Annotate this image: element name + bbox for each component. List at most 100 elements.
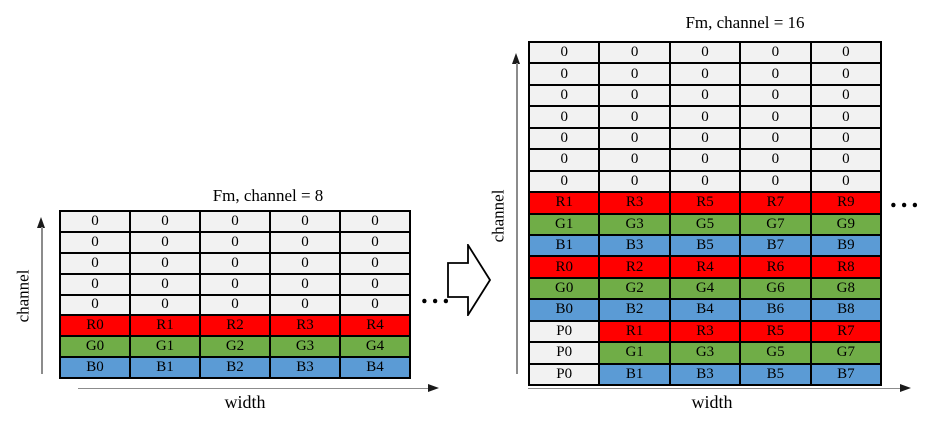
- table-cell: G5: [740, 342, 811, 364]
- table-cell: 0: [130, 211, 200, 232]
- table-cell: 0: [669, 84, 741, 107]
- table-cell: R4: [340, 315, 410, 337]
- table-cell: B6: [740, 299, 811, 321]
- table-cell: 0: [270, 252, 340, 274]
- table-cell: 0: [740, 170, 811, 193]
- left-y-axis-line: [41, 227, 43, 374]
- table-cell: 0: [810, 63, 882, 85]
- right-x-axis-arrowhead-icon: [900, 384, 911, 393]
- table-cell: R3: [599, 192, 670, 214]
- table-cell: G5: [669, 213, 741, 235]
- right-figure-title: Fm, channel = 16: [685, 13, 805, 32]
- table-cell: 0: [669, 127, 741, 150]
- table-cell: R1: [130, 315, 200, 337]
- table-cell: 0: [810, 170, 882, 193]
- table-cell: B5: [669, 234, 741, 257]
- table-cell: 0: [529, 106, 600, 128]
- table-cell: G8: [810, 277, 882, 300]
- table-cell: R7: [810, 320, 882, 343]
- table-cell: R0: [60, 315, 130, 337]
- table-cell: G4: [669, 277, 741, 300]
- table-cell: P0: [529, 320, 600, 343]
- table-cell: B7: [810, 363, 882, 385]
- table-cell: 0: [810, 84, 882, 107]
- table-cell: 0: [270, 231, 340, 253]
- table-cell: 0: [599, 149, 670, 171]
- table-cell: 0: [200, 252, 270, 274]
- table-cell: 0: [599, 84, 670, 107]
- table-cell: B1: [529, 234, 600, 257]
- table-cell: 0: [810, 149, 882, 171]
- table-cell: 0: [740, 149, 811, 171]
- table-cell: R7: [740, 192, 811, 214]
- table-cell: G3: [599, 213, 670, 235]
- table-cell: 0: [669, 42, 741, 64]
- table-cell: B8: [810, 299, 882, 321]
- table-cell: G6: [740, 277, 811, 300]
- right-y-axis-arrowhead-icon: [512, 53, 520, 64]
- table-cell: 0: [340, 231, 410, 253]
- table-cell: 0: [529, 63, 600, 85]
- table-cell: R3: [270, 315, 340, 337]
- right-x-axis-label: width: [691, 392, 733, 412]
- table-cell: 0: [669, 63, 741, 85]
- table-cell: G7: [740, 213, 811, 235]
- table-cell: 0: [60, 252, 130, 274]
- table-cell: R2: [200, 315, 270, 337]
- table-cell: 0: [529, 84, 600, 107]
- table-cell: R9: [810, 192, 882, 214]
- table-cell: B0: [529, 299, 600, 321]
- table-cell: G3: [669, 342, 741, 364]
- table-cell: 0: [740, 84, 811, 107]
- table-cell: R2: [599, 256, 670, 278]
- right-ellipsis: ...: [890, 183, 923, 213]
- table-cell: B3: [669, 363, 741, 385]
- left-x-axis-label: width: [224, 392, 266, 412]
- table-cell: G1: [529, 213, 600, 235]
- table-cell: 0: [60, 273, 130, 295]
- table-cell: 0: [60, 211, 130, 232]
- table-cell: 0: [130, 252, 200, 274]
- table-cell: 0: [669, 149, 741, 171]
- table-cell: B4: [669, 299, 741, 321]
- table-cell: P0: [529, 342, 600, 364]
- table-cell: 0: [599, 42, 670, 64]
- table-cell: 0: [200, 294, 270, 316]
- table-cell: G7: [810, 342, 882, 364]
- table-cell: R5: [669, 192, 741, 214]
- table-cell: 0: [669, 106, 741, 128]
- table-cell: P0: [529, 363, 600, 385]
- right-y-axis-label: channel: [488, 189, 508, 243]
- left-ellipsis: ...: [421, 279, 454, 309]
- left-y-axis-arrowhead-icon: [37, 217, 45, 228]
- table-cell: B7: [740, 234, 811, 257]
- table-cell: R0: [529, 256, 600, 278]
- table-cell: 0: [810, 42, 882, 64]
- table-cell: 0: [270, 273, 340, 295]
- table-cell: 0: [810, 106, 882, 128]
- table-cell: B4: [340, 357, 410, 378]
- table-cell: R1: [529, 192, 600, 214]
- table-cell: B3: [599, 234, 670, 257]
- table-cell: 0: [529, 170, 600, 193]
- right-x-axis-line: [528, 388, 900, 390]
- table-cell: 0: [599, 127, 670, 150]
- table-cell: 0: [130, 231, 200, 253]
- table-cell: 0: [740, 127, 811, 150]
- table-cell: B1: [130, 357, 200, 378]
- table-cell: 0: [340, 252, 410, 274]
